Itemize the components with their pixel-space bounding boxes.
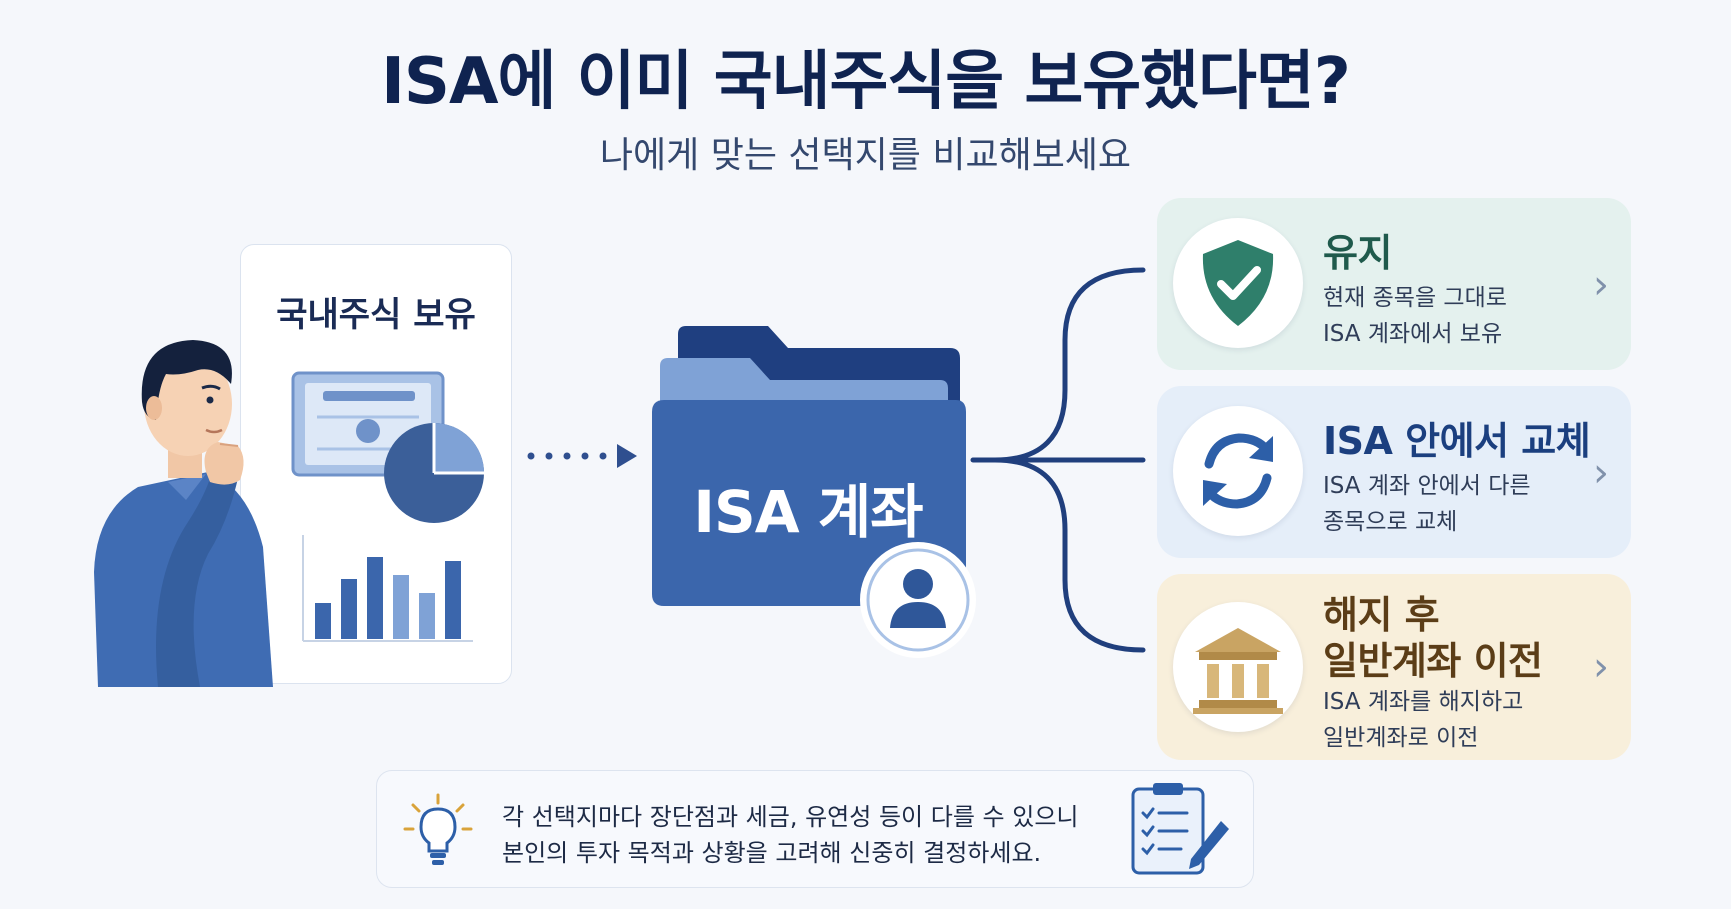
shield-check-icon: [1202, 240, 1274, 326]
chevron-right-icon: ›: [1593, 450, 1609, 496]
option-close-title-line2: 일반계좌 이전: [1323, 639, 1543, 683]
option-swap-desc-line2: 종목으로 교체: [1323, 509, 1458, 535]
option-close-desc-line2: 일반계좌로 이전: [1323, 725, 1479, 751]
bar-chart-icon: [315, 557, 461, 639]
tip-box: 각 선택지마다 장단점과 세금, 유연성 등이 다를 수 있으니 본인의 투자 …: [376, 770, 1254, 888]
bar-4: [419, 593, 435, 639]
shield-check-icon-wrap: [1173, 218, 1303, 348]
option-keep-desc: 현재 종목을 그대로 ISA 계좌에서 보유: [1323, 280, 1507, 352]
checklist-pen-icon: [1131, 783, 1229, 875]
holding-illustration: [291, 371, 484, 642]
option-keep-desc-line1: 현재 종목을 그대로: [1323, 285, 1507, 311]
bank-icon-wrap: [1173, 602, 1303, 732]
bar-1: [341, 579, 357, 639]
holding-title: 국내주식 보유: [276, 295, 476, 335]
option-close-title-line1: 해지 후: [1323, 593, 1440, 637]
option-swap-desc: ISA 계좌 안에서 다른 종목으로 교체: [1323, 468, 1531, 540]
option-keep-card[interactable]: 유지 현재 종목을 그대로 ISA 계좌에서 보유 ›: [1157, 198, 1631, 370]
refresh-icon: [1203, 433, 1273, 509]
chevron-right-icon: ›: [1593, 644, 1609, 690]
option-swap-card[interactable]: ISA 안에서 교체 ISA 계좌 안에서 다른 종목으로 교체 ›: [1157, 386, 1631, 558]
option-keep-title: 유지: [1323, 231, 1392, 275]
isa-account-label: ISA 계좌: [693, 478, 923, 546]
refresh-icon-wrap: [1173, 406, 1303, 536]
bar-5: [445, 561, 461, 639]
folder-icon: [652, 326, 976, 658]
flow-arrow-icon: [527, 444, 637, 468]
page-title: ISA에 이미 국내주식을 보유했다면?: [381, 45, 1351, 119]
tip-text: 각 선택지마다 장단점과 세금, 유연성 등이 다를 수 있으니 본인의 투자 …: [502, 799, 1079, 871]
bank-icon: [1193, 628, 1283, 714]
option-keep-desc-line2: ISA 계좌에서 보유: [1323, 321, 1503, 347]
option-close-desc-line1: ISA 계좌를 해지하고: [1323, 689, 1524, 715]
bar-0: [315, 603, 331, 639]
pie-chart-icon: [384, 423, 484, 523]
lightbulb-icon: [403, 793, 473, 865]
bar-2: [367, 557, 383, 639]
tip-line2: 본인의 투자 목적과 상황을 고려해 신중히 결정하세요.: [502, 839, 1042, 867]
option-swap-title: ISA 안에서 교체: [1323, 419, 1591, 463]
thinking-person-icon: [94, 340, 273, 687]
option-close-title: 해지 후 일반계좌 이전: [1323, 592, 1543, 684]
holding-card: 국내주식 보유: [240, 244, 512, 684]
chevron-right-icon: ›: [1593, 262, 1609, 308]
option-swap-desc-line1: ISA 계좌 안에서 다른: [1323, 473, 1531, 499]
option-close-desc: ISA 계좌를 해지하고 일반계좌로 이전: [1323, 684, 1523, 756]
bar-3: [393, 575, 409, 639]
option-close-card[interactable]: 해지 후 일반계좌 이전 ISA 계좌를 해지하고 일반계좌로 이전 ›: [1157, 574, 1631, 760]
tip-line1: 각 선택지마다 장단점과 세금, 유연성 등이 다를 수 있으니: [502, 803, 1079, 831]
branch-connector: [970, 267, 1146, 653]
page-subtitle: 나에게 맞는 선택지를 비교해보세요: [599, 135, 1132, 176]
